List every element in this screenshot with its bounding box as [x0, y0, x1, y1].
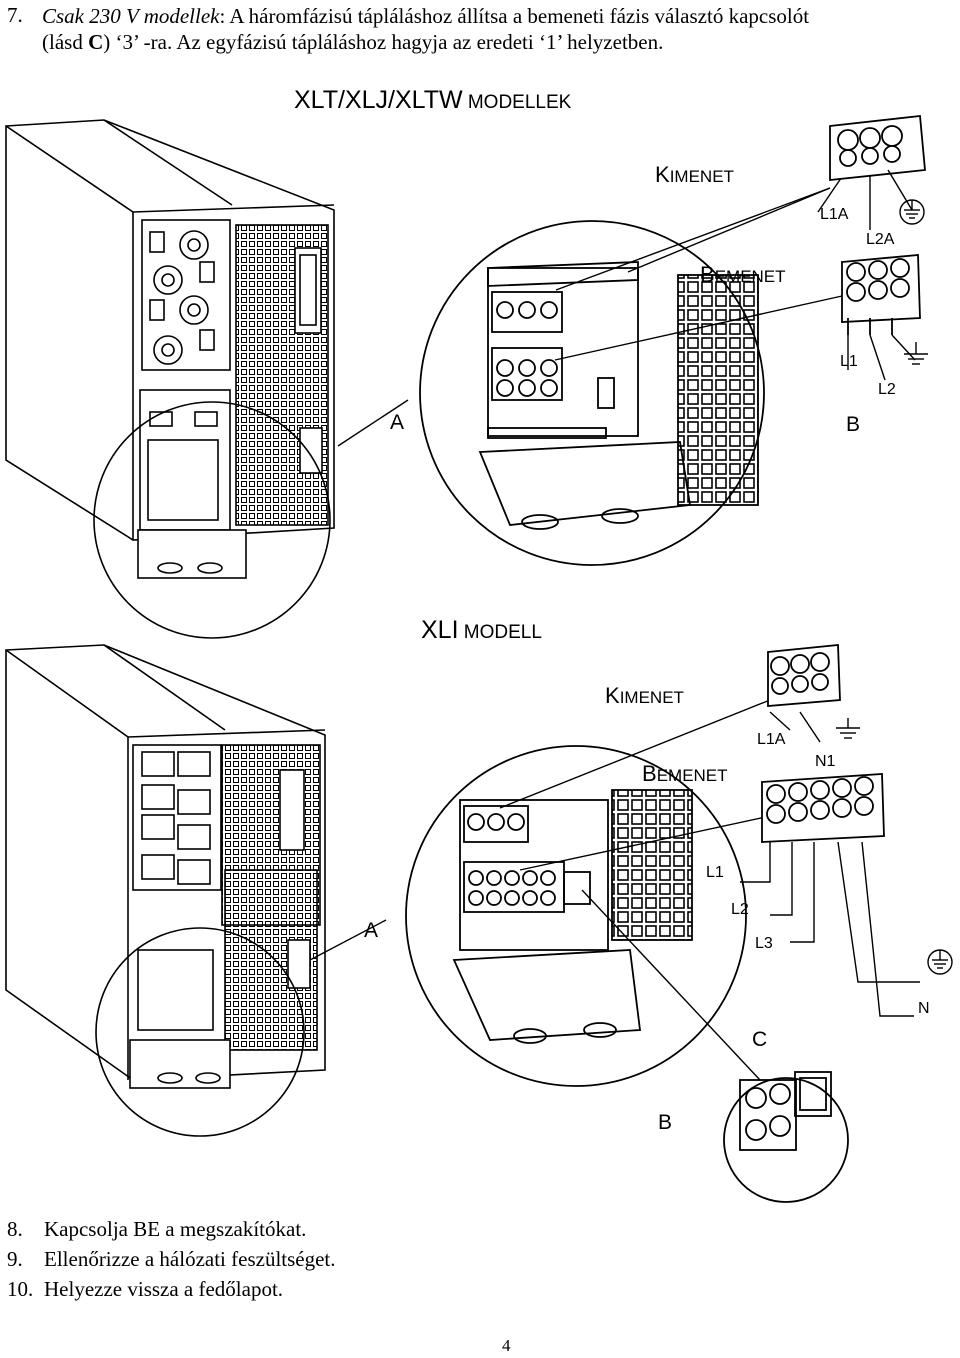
label-kimenet-2-cap: K: [605, 683, 620, 708]
callout-b-2: B: [658, 1111, 673, 1134]
callout-a-1: A: [390, 411, 405, 434]
label-bemenet-1-rest: EMENET: [714, 267, 786, 286]
ups-cabinet-1: [5, 119, 335, 579]
figure-1-heading-main: XLT/XLJ/XLTW: [294, 86, 463, 114]
label-kimenet-1: KIMENET: [655, 162, 734, 188]
step-7-line-2-post: ) ‘3’ -ra. Az egyfázisú tápláláshoz hagy…: [103, 30, 664, 54]
terminal-label-n-2: N: [918, 1000, 930, 1017]
terminal-label-l2-2: L2: [731, 901, 749, 918]
terminal-label-l3-2: L3: [755, 935, 773, 952]
leader-lines-2: [309, 699, 821, 1081]
zoom-circle-small-2: [95, 927, 305, 1137]
step-7-number: 7.: [7, 3, 23, 27]
figure-2-heading: XLI MODELL: [421, 616, 542, 645]
step-9-number: 9.: [7, 1247, 23, 1271]
terminal-detail-in-1: [841, 254, 921, 335]
zoom-circle-large-2: [405, 745, 747, 1087]
label-kimenet-2: KIMENET: [605, 683, 684, 709]
selector-switch-detail: [739, 1071, 832, 1151]
terminal-label-l2-1: L2: [878, 381, 896, 398]
step-10-text: Helyezze vissza a fedőlapot.: [44, 1277, 284, 1301]
label-bemenet-2-rest: EMENET: [656, 766, 728, 785]
callout-a-2: A: [364, 919, 379, 942]
wires-in-2: [740, 841, 920, 1017]
step-7-line-1: Csak 230 V modellek: A háromfázisú táplá…: [42, 3, 809, 29]
ground-icon: [899, 199, 925, 225]
label-kimenet-2-rest: IMENET: [619, 688, 684, 707]
ground-icon: [836, 718, 860, 739]
label-bemenet-2: BEMENET: [642, 761, 728, 787]
zoom-circle-detail-c: [723, 1077, 849, 1203]
step-10-number: 10.: [7, 1277, 34, 1301]
terminal-block-out-1: [491, 291, 563, 401]
terminal-label-l1a-1: L1A: [820, 206, 849, 223]
ground-icon: [904, 342, 928, 365]
callout-c-2: C: [752, 1028, 768, 1051]
label-bemenet-1: BEMENET: [700, 262, 786, 288]
zoom-circle-large-1: [419, 220, 765, 566]
ground-icon: [927, 949, 953, 975]
step-7-line-2-pre: (lásd: [42, 30, 89, 54]
terminal-label-l1-1: L1: [840, 353, 858, 370]
step-7-line-1-rest: : A háromfázisú tápláláshoz állítsa a be…: [219, 4, 810, 28]
step-7-italic: Csak 230 V modellek: [42, 4, 220, 28]
terminal-label-l1a-2: L1A: [757, 731, 786, 748]
label-bemenet-2-cap: B: [642, 761, 657, 786]
page-number: 4: [502, 1336, 511, 1355]
figure-1-heading-small: MODELLEK: [462, 92, 572, 113]
terminal-detail-in-2: [761, 773, 885, 843]
callout-b-1: B: [846, 413, 861, 436]
figure-1-heading: XLT/XLJ/XLTW MODELLEK: [294, 86, 571, 115]
figure-2-heading-small: MODELL: [458, 622, 542, 643]
figure-2-heading-main: XLI: [421, 616, 459, 644]
step-7-line-2: (lásd C) ‘3’ -ra. Az egyfázisú táplálásh…: [42, 29, 663, 55]
terminal-label-l2a-1: L2A: [866, 231, 895, 248]
step-7-bold-ref: C: [88, 30, 104, 54]
step-8-text: Kapcsolja BE a megszakítókat.: [44, 1217, 307, 1241]
step-8-number: 8.: [7, 1217, 23, 1241]
terminal-label-n1-2: N1: [815, 753, 836, 770]
wires-in-1: [847, 169, 916, 381]
step-9-text: Ellenőrizze a hálózati feszültséget.: [44, 1247, 336, 1271]
label-kimenet-1-cap: K: [655, 162, 670, 187]
label-kimenet-1-rest: IMENET: [669, 167, 734, 186]
terminal-detail-out-2: [767, 644, 841, 707]
terminal-label-l1-2: L1: [706, 864, 724, 881]
label-bemenet-1-cap: B: [700, 262, 715, 287]
terminal-detail-out-1: [829, 115, 926, 181]
zoom-circle-small-1: [93, 401, 331, 639]
ups-cabinet-2: [5, 644, 326, 1089]
